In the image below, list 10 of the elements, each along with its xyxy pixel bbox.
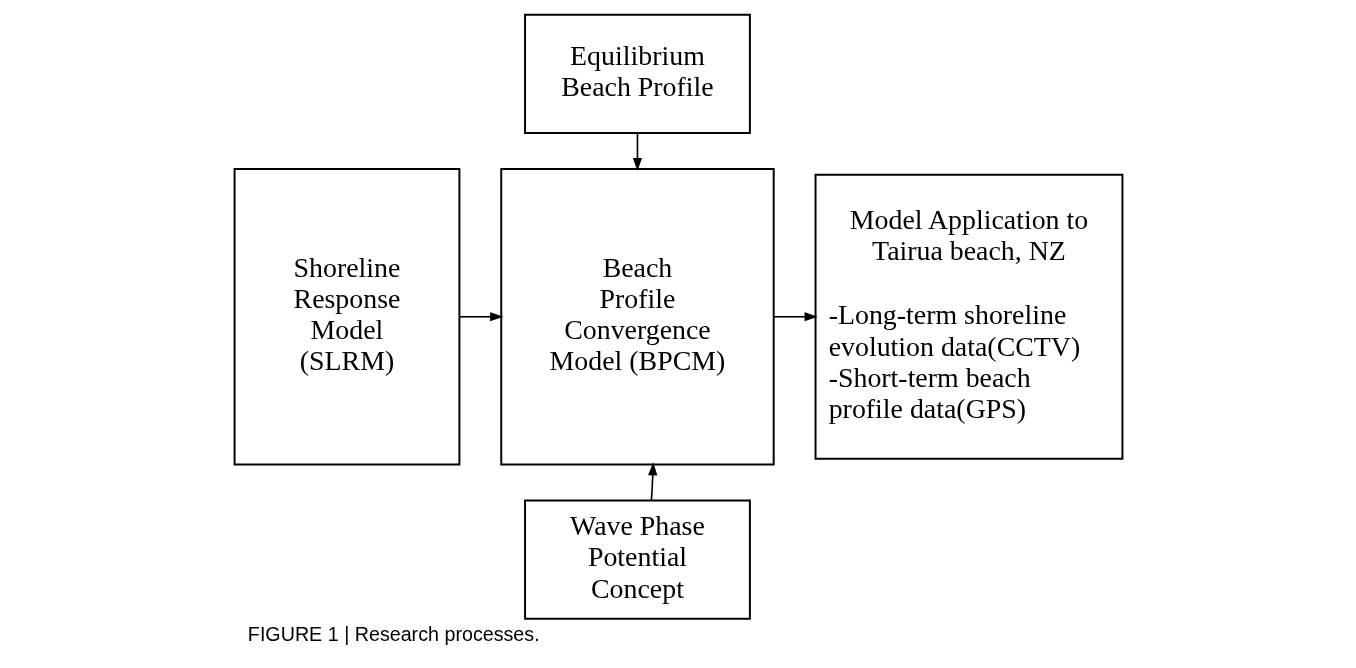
node-box: Shoreline Response Model (SLRM) [233, 168, 460, 466]
caption: FIGURE 1 | Research processes. [247, 623, 540, 646]
arrow [458, 312, 503, 322]
arrow [632, 132, 642, 172]
node-box: Equilibrium Beach Profile [523, 13, 751, 134]
node-box: Wave Phase Potential Concept [523, 499, 751, 620]
node-box: Beach Profile Convergence Model (BPCM) [499, 168, 775, 466]
arrow [772, 312, 818, 322]
node-box: Model Application to Tairua beach, NZ -Long-term shoreline evolution data(CCTV) -Short-term beach profile data(GPS) [814, 173, 1123, 460]
arrow [647, 462, 657, 502]
